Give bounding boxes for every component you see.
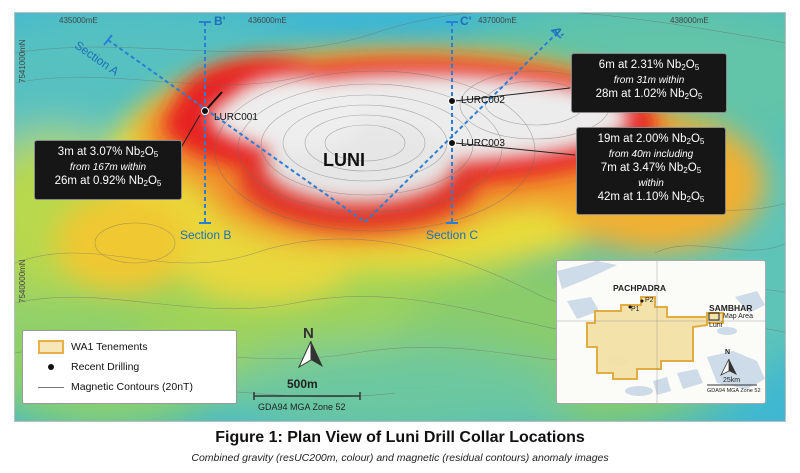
legend-row-drilling: Recent Drilling: [31, 357, 228, 377]
scale-bar-icon: [253, 392, 361, 400]
inset-map-area-label: Map Area: [723, 313, 753, 320]
callout-text: 6m at 2.31% Nb: [598, 59, 682, 71]
callout-text: 3m at 3.07% Nb: [57, 146, 141, 158]
intercept-callout-lurc002: 6m at 2.31% Nb2O5 from 31m within 28m at 1…: [571, 53, 727, 113]
callout-text: 42m at 1.10% Nb: [597, 191, 687, 203]
legend-row-contours: Magnetic Contours (20nT): [31, 377, 228, 397]
inset-north-arrow-icon: [720, 358, 737, 376]
inset-p1-label: P1: [631, 306, 640, 313]
callout-line: from 31m within: [578, 75, 720, 87]
scale-bar-label: 500m: [287, 377, 318, 391]
callout-line: 3m at 3.07% Nb2O5: [57, 146, 159, 159]
callout-line: from 40m including: [583, 149, 719, 161]
legend-row-tenements: WA1 Tenements: [31, 337, 228, 357]
inset-north-label: N: [725, 349, 731, 356]
inset-scale-label: 25km: [723, 377, 741, 384]
hole-label-lurc003: LURC003: [461, 138, 505, 149]
prospect-name: LUNI: [323, 150, 365, 170]
section-b-label: Section B: [180, 228, 232, 242]
north-arrow-label: N: [303, 325, 314, 342]
figure-title: Figure 1: Plan View of Luni Drill Collar…: [215, 429, 585, 446]
section-c-end-label: C': [460, 14, 472, 28]
callout-text: 19m at 2.00% Nb: [597, 133, 687, 145]
north-arrow: N: [296, 325, 326, 369]
inset-p2-label: P2: [645, 297, 654, 304]
grid-easting-436000: 436000mE: [248, 16, 287, 25]
intercept-callout-lurc001: 3m at 3.07% Nb2O5 from 167m within 26m at …: [34, 140, 182, 200]
grid-easting-437000: 437000mE: [478, 16, 517, 25]
section-b-end-label: B': [214, 14, 226, 28]
drill-collar-icon: [48, 364, 54, 370]
section-c-label: Section C: [426, 228, 479, 242]
grid-easting-438000: 438000mE: [670, 16, 709, 25]
inset-crs-label: GDA94 MGA Zone 52: [707, 388, 761, 394]
callout-text: 7m at 3.47% Nb: [600, 162, 684, 174]
callout-text: 26m at 0.92% Nb: [54, 175, 144, 187]
tenement-swatch-icon: [38, 340, 64, 354]
legend-drilling-label: Recent Drilling: [71, 361, 140, 373]
inset-pachpadra-label: PACHPADRA: [613, 283, 667, 293]
map-legend: WA1 Tenements Recent Drilling Magnetic C…: [22, 330, 237, 404]
inset-map-canvas: [557, 261, 765, 403]
legend-tenements-label: WA1 Tenements: [71, 341, 148, 353]
grid-northing-7540000: 7540000mN: [18, 259, 27, 303]
callout-line: 19m at 2.00% Nb2O5: [597, 133, 705, 146]
intercept-callout-lurc003: 19m at 2.00% Nb2O5 from 40m including 7m a…: [576, 127, 726, 215]
callout-text: 28m at 1.02% Nb: [595, 88, 685, 100]
callout-line: 28m at 1.02% Nb2O5: [595, 88, 703, 101]
legend-contours-label: Magnetic Contours (20nT): [71, 381, 193, 393]
hole-label-lurc002: LURC002: [461, 95, 505, 106]
north-arrow-icon: [297, 341, 323, 369]
grid-northing-7541000: 7541000mN: [18, 39, 27, 83]
inset-location-map[interactable]: PACHPADRA SAMBHAR P1 P2 Luni Map Area N …: [556, 260, 766, 404]
callout-line: 26m at 0.92% Nb2O5: [54, 175, 162, 188]
callout-line: 42m at 1.10% Nb2O5: [597, 191, 705, 204]
callout-line: 6m at 2.31% Nb2O5: [598, 59, 700, 72]
callout-line: from 167m within: [41, 162, 175, 174]
callout-text: from 31m within: [613, 75, 685, 86]
callout-text: from 40m including: [608, 149, 694, 160]
callout-line: 7m at 3.47% Nb2O5: [600, 162, 702, 175]
callout-text: within: [638, 178, 664, 189]
callout-line: within: [583, 178, 719, 190]
map-crs-label: GDA94 MGA Zone 52: [258, 402, 346, 412]
inset-sambhar-label: SAMBHAR: [709, 303, 753, 313]
inset-luni-label: Luni: [709, 322, 723, 329]
figure-caption: Combined gravity (resUC200m, colour) and…: [191, 452, 609, 464]
callout-text: from 167m within: [69, 162, 147, 173]
hole-label-lurc001: LURC001: [214, 112, 258, 123]
contour-line-icon: [38, 386, 64, 388]
grid-easting-435000: 435000mE: [59, 16, 98, 25]
